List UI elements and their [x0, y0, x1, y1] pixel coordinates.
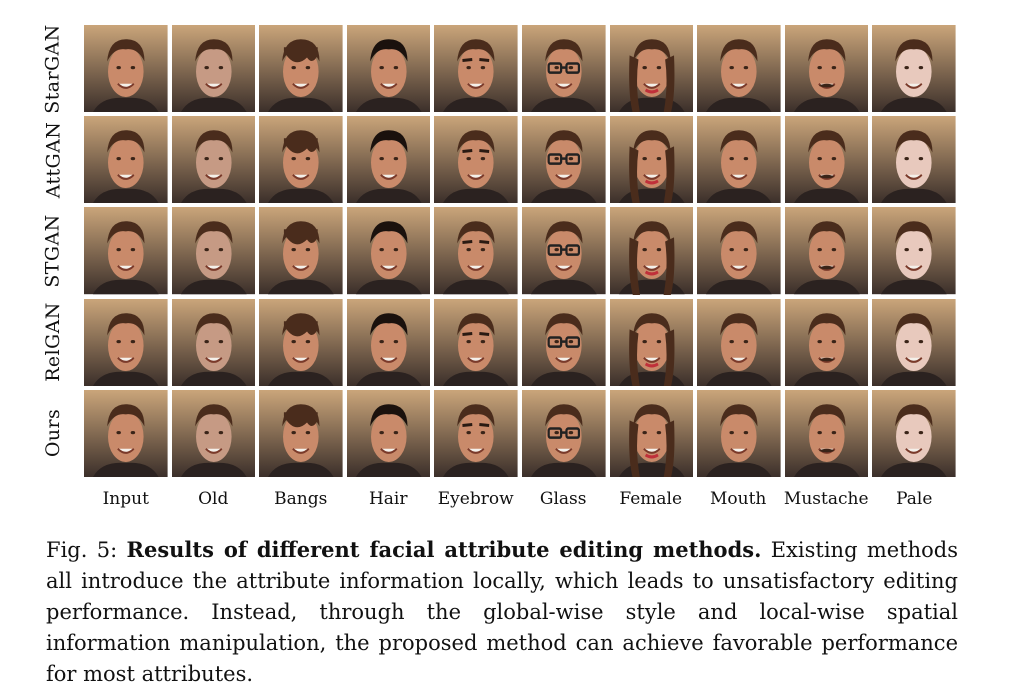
face-image-ours-bangs: [259, 389, 343, 477]
face-image-ours-old: [171, 389, 256, 477]
face-image-stgan-old: [171, 207, 256, 295]
face-image-attgan-pale: [872, 116, 956, 204]
face-image-stgan-female: [609, 207, 694, 295]
face-image-stargan-old: [171, 25, 256, 113]
row-label-stgan: STGAN: [38, 207, 68, 294]
face-image-attgan-mustache: [784, 116, 869, 204]
face-image-stargan-input: [84, 25, 168, 113]
face-image-ours-female: [609, 389, 694, 477]
face-image-ours-mouth: [697, 389, 781, 477]
face-image-relgan-glass: [521, 298, 606, 386]
row-label-ours: Ours: [38, 390, 68, 477]
row-label-text: Ours: [42, 409, 64, 458]
column-label-female: Female: [619, 489, 683, 509]
caption-body: Existing methods all introduce the attri…: [46, 538, 958, 686]
caption-label: Fig. 5:: [46, 538, 118, 562]
row-label-attgan: AttGAN: [38, 116, 68, 203]
face-image-stargan-eyebrow: [434, 25, 518, 113]
face-image-ours-hair: [346, 389, 431, 477]
column-label-bangs: Bangs: [274, 489, 328, 509]
face-image-relgan-hair: [346, 298, 431, 386]
face-image-attgan-eyebrow: [434, 116, 518, 204]
face-image-stgan-mustache: [784, 207, 869, 295]
face-image-relgan-input: [84, 298, 168, 386]
row-label-text: AttGAN: [42, 121, 64, 199]
face-image-stgan-hair: [346, 207, 431, 295]
column-label-pale: Pale: [896, 489, 933, 509]
column-label-old: Old: [198, 489, 229, 509]
column-label-hair: Hair: [368, 489, 408, 509]
row-label-text: StarGAN: [42, 23, 65, 114]
face-image-relgan-female: [609, 298, 694, 386]
face-image-relgan-mustache: [784, 298, 869, 386]
row-label-stargan: StarGAN: [38, 23, 68, 114]
column-label-mustache: Mustache: [783, 489, 869, 509]
face-image-relgan-pale: [872, 298, 956, 386]
face-image-stargan-female: [609, 25, 694, 113]
face-image-stargan-mouth: [697, 25, 781, 113]
face-image-relgan-bangs: [259, 298, 343, 386]
face-image-stgan-glass: [521, 207, 606, 295]
image-grid: [84, 25, 956, 477]
face-image-attgan-old: [171, 116, 256, 204]
row-labels: StarGAN AttGAN STGAN RelGAN Ours: [38, 23, 68, 477]
face-image-ours-glass: [521, 389, 606, 477]
face-image-stargan-pale: [872, 25, 956, 113]
column-labels: Input Old Bangs Hair Eyebrow Glass Female Mouth…: [84, 489, 956, 513]
face-image-relgan-old: [171, 298, 256, 386]
face-image-ours-input: [84, 389, 168, 477]
face-image-attgan-female: [609, 116, 694, 204]
face-image-stargan-hair: [346, 25, 431, 113]
column-label-mouth: Mouth: [709, 489, 767, 509]
figure-caption: Fig. 5: Results of different facial attr…: [46, 534, 958, 690]
face-image-attgan-mouth: [697, 116, 781, 204]
column-label-glass: Glass: [539, 489, 587, 509]
face-image-stargan-glass: [521, 25, 606, 113]
face-image-attgan-glass: [521, 116, 606, 204]
face-image-stgan-mouth: [697, 207, 781, 295]
column-label-input: Input: [102, 489, 149, 509]
face-image-relgan-mouth: [697, 298, 781, 386]
face-image-stgan-input: [84, 207, 168, 295]
caption-title: Results of different facial attribute ed…: [126, 537, 762, 562]
face-image-attgan-hair: [346, 116, 431, 204]
face-image-ours-mustache: [784, 389, 869, 477]
face-image-stgan-bangs: [259, 207, 343, 295]
row-label-text: STGAN: [42, 214, 64, 288]
face-image-stargan-bangs: [259, 25, 343, 113]
face-image-ours-pale: [872, 389, 956, 477]
column-label-eyebrow: Eyebrow: [437, 489, 514, 509]
face-image-stgan-eyebrow: [434, 207, 518, 295]
face-image-relgan-eyebrow: [434, 298, 518, 386]
row-label-relgan: RelGAN: [38, 299, 68, 386]
face-image-attgan-bangs: [259, 116, 343, 204]
face-image-ours-eyebrow: [434, 389, 518, 477]
face-image-attgan-input: [84, 116, 168, 204]
face-image-stargan-mustache: [784, 25, 869, 113]
face-image-stgan-pale: [872, 207, 956, 295]
row-label-text: RelGAN: [42, 302, 64, 382]
